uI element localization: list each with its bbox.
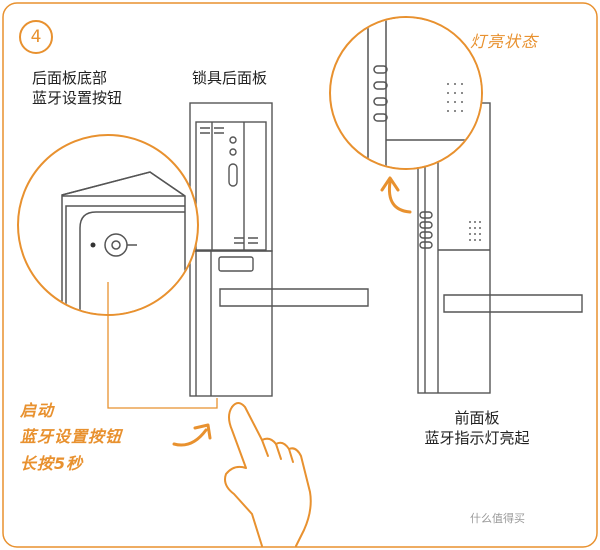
back-panel-label: 锁具后面板 — [192, 69, 268, 87]
start-label-line2: 蓝牙设置按钮 — [20, 427, 123, 447]
start-label-line1: 启动 — [20, 401, 55, 420]
front-panel-label: 前面板 蓝牙指示灯亮起 — [402, 408, 552, 449]
watermark: 什么值得买 — [470, 512, 525, 525]
step-number-badge: 4 — [19, 20, 53, 54]
curved-arrow-up-icon — [387, 180, 412, 214]
led-status-label: 灯亮状态 — [470, 32, 539, 51]
back-panel — [189, 102, 369, 397]
pointing-hand-icon — [224, 402, 312, 547]
back-bottom-label-line1: 后面板底部 — [32, 69, 108, 87]
front-panel-label-line1: 前面板 — [454, 409, 500, 427]
back-bottom-label: 后面板底部 蓝牙设置按钮 — [32, 68, 122, 109]
front-keypad-dots — [469, 221, 481, 241]
press-arrow-icon — [172, 423, 212, 447]
front-panel-label-line2: 蓝牙指示灯亮起 — [424, 429, 530, 448]
back-bottom-label-line2: 蓝牙设置按钮 — [32, 89, 123, 108]
zoom-circle-back-bottom — [17, 134, 218, 409]
zoom-circle-led-status — [329, 16, 483, 214]
start-label-line3: 长按5秒 — [20, 453, 84, 473]
start-instruction-label: 启动 蓝牙设置按钮 长按5秒 — [20, 398, 122, 477]
